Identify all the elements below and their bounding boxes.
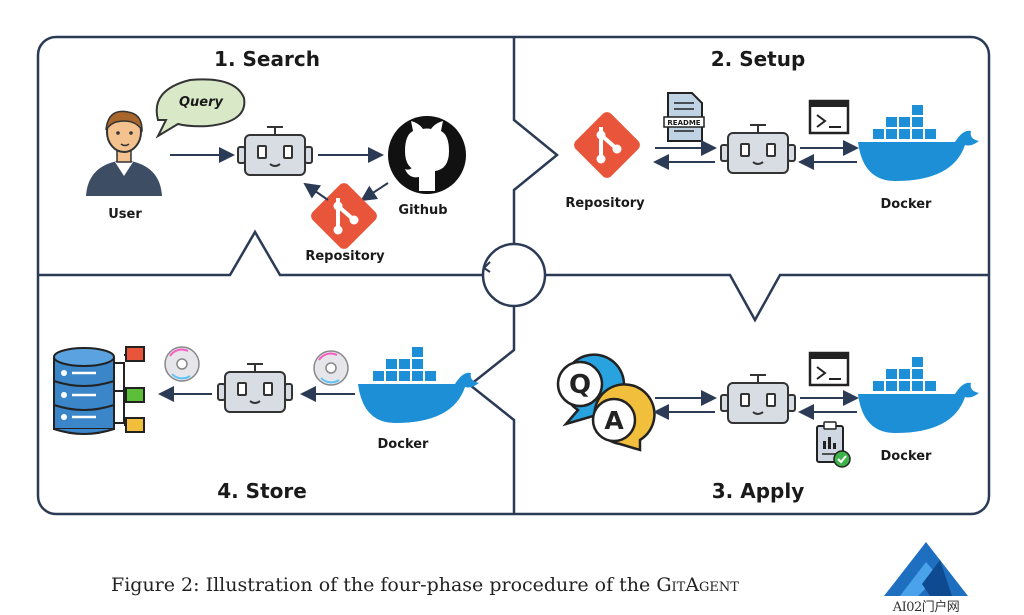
readme-label: README	[667, 119, 700, 127]
robot-icon	[720, 374, 796, 424]
database-icon	[53, 346, 145, 435]
report-icon	[816, 421, 851, 468]
repository-label-search: Repository	[305, 249, 385, 264]
phase-title-store: 4. Store	[217, 479, 307, 503]
query-speech-bubble: Query	[155, 78, 246, 139]
top-vertical-divider	[512, 37, 559, 244]
terminal-icon	[808, 351, 850, 387]
logo-mark-icon	[884, 542, 968, 596]
robot-icon	[720, 124, 796, 174]
right-horizontal-divider	[545, 273, 989, 323]
robot-icon	[217, 363, 293, 413]
center-cycle-circle	[481, 242, 547, 308]
phase-title-apply: 3. Apply	[712, 479, 804, 503]
query-label: Query	[179, 95, 224, 110]
disk-icon	[164, 346, 200, 382]
docker-icon	[358, 347, 479, 423]
gitagent-diagram: 1. Search 2. Setup 3. Apply 4. Store Use…	[36, 35, 991, 516]
docker-label-apply: Docker	[881, 449, 933, 464]
cycle-arrow-icon	[482, 261, 491, 273]
arrow-repository-to-agent	[303, 182, 329, 201]
user-icon	[86, 110, 162, 196]
qa-icon: Q A	[556, 353, 656, 452]
svg-text:Q: Q	[569, 370, 591, 400]
repository-label-setup: Repository	[565, 196, 645, 211]
caption-system-name: GitAgent	[656, 574, 739, 596]
phase-title-search: 1. Search	[214, 47, 320, 71]
terminal-icon	[808, 99, 850, 135]
bottom-vertical-divider	[467, 307, 516, 514]
phase-title-setup: 2. Setup	[711, 47, 806, 71]
left-horizontal-divider	[38, 229, 483, 277]
git-icon	[306, 178, 382, 254]
logo-text: AI02门户网	[892, 600, 960, 615]
readme-icon: README	[663, 92, 705, 142]
docker-icon	[858, 105, 979, 181]
svg-text:A: A	[604, 406, 624, 435]
disk-icon	[313, 350, 349, 386]
arrow-github-to-repository	[360, 182, 389, 202]
robot-icon	[237, 126, 313, 176]
caption-prefix: Figure 2: Illustration of the four-phase…	[111, 574, 657, 596]
docker-label-setup: Docker	[881, 197, 933, 212]
docker-icon	[858, 357, 979, 433]
git-icon	[569, 107, 645, 183]
figure-caption: Figure 2: Illustration of the four-phase…	[0, 574, 850, 596]
user-label: User	[108, 207, 142, 222]
github-label: Github	[398, 203, 447, 218]
docker-label-store: Docker	[378, 437, 430, 452]
watermark-logo: AI02门户网	[878, 540, 974, 615]
github-icon	[388, 116, 466, 194]
